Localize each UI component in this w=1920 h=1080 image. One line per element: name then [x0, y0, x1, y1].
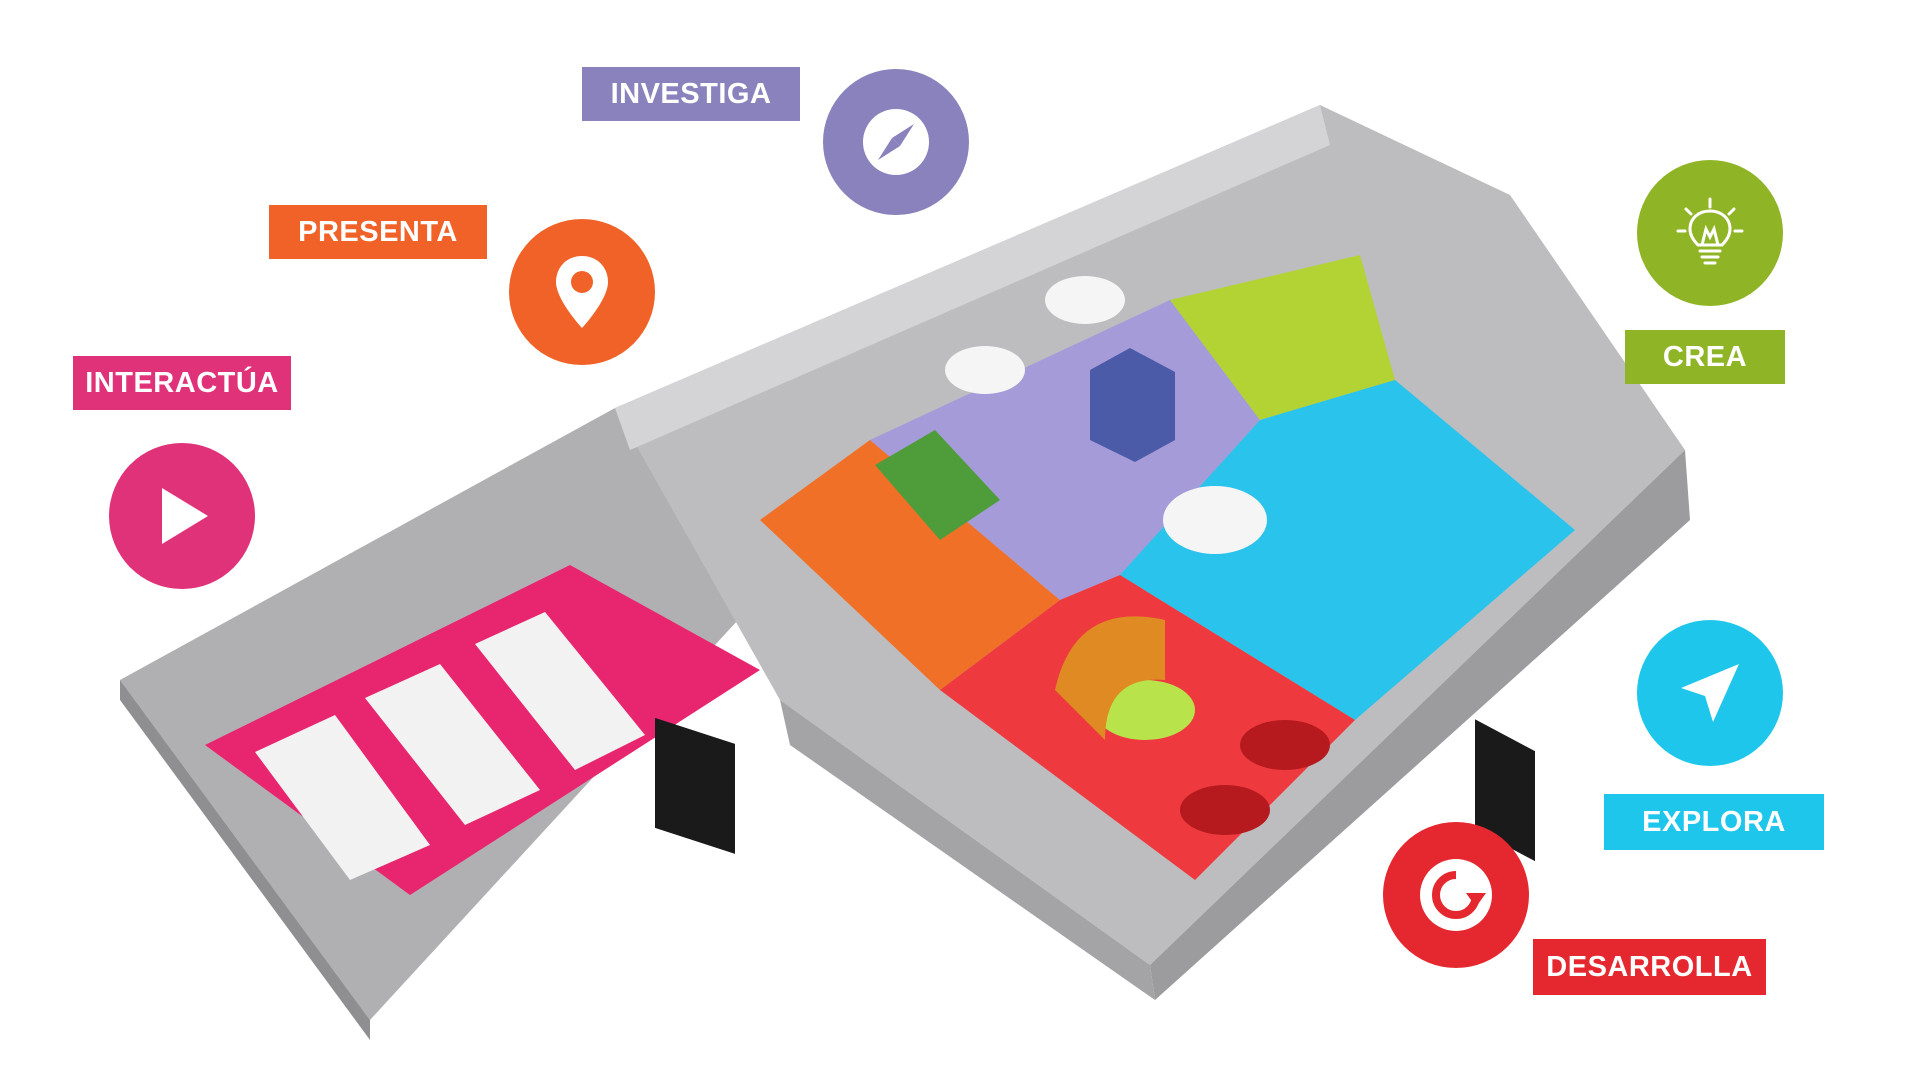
round-table [1163, 486, 1267, 554]
lightbulb-icon [1676, 197, 1744, 265]
main-front-wall [1150, 450, 1690, 1000]
interactua-badge [109, 443, 255, 589]
crea-badge [1637, 160, 1783, 306]
tv-screen [1475, 719, 1535, 862]
round-table [945, 346, 1025, 394]
explora-label: EXPLORA [1604, 794, 1824, 850]
explora-badge [1637, 620, 1783, 766]
desarrolla-label: DESARROLLA [1533, 939, 1766, 995]
send-arrow-icon [1681, 664, 1739, 722]
desk-row [475, 612, 645, 770]
bean-bag [1180, 785, 1270, 835]
left-wing-front-wall [120, 680, 370, 1040]
presenta-label: PRESENTA [269, 205, 487, 259]
compass-icon [863, 109, 929, 175]
map-pin-icon [556, 256, 608, 328]
bean-bag [1240, 720, 1330, 770]
main-side-wall [780, 700, 1155, 1000]
presenta-badge [509, 219, 655, 365]
display-cabinet [1090, 348, 1175, 462]
floor-green-crea [1170, 255, 1395, 420]
back-wall [615, 105, 1330, 450]
round-table [1095, 680, 1195, 740]
refresh-icon [1420, 859, 1492, 931]
desk-row [365, 664, 540, 825]
tv-screen [655, 717, 735, 854]
desarrolla-badge [1383, 822, 1529, 968]
investiga-badge [823, 69, 969, 215]
play-icon [162, 488, 208, 544]
round-table [1045, 276, 1125, 324]
lounge-booth [1055, 616, 1165, 740]
interactua-label: INTERACTÚA [73, 356, 291, 410]
desk-row [255, 715, 430, 880]
crea-label: CREA [1625, 330, 1785, 384]
floor-cyan-explora [1120, 380, 1575, 720]
floor-orange-presenta [760, 440, 1060, 690]
stairs-block [875, 430, 1000, 540]
investiga-label: INVESTIGA [582, 67, 800, 121]
